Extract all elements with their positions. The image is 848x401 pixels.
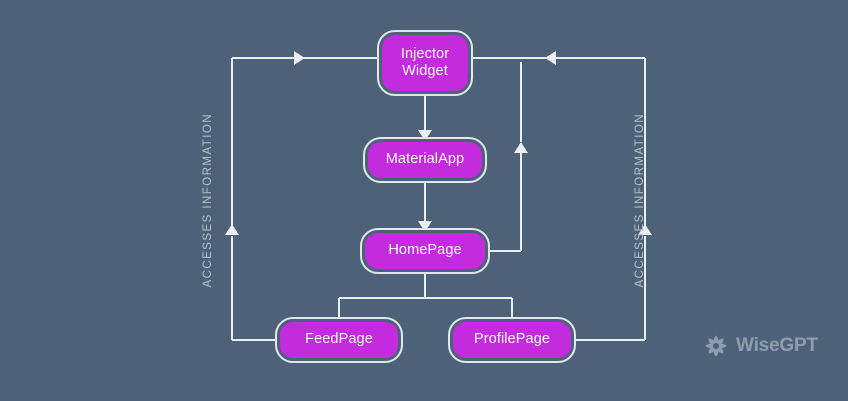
pinwheel-logo-icon	[705, 335, 727, 357]
edge-homepage-to-children	[338, 272, 513, 319]
node-materialapp-label: MaterialApp	[385, 151, 465, 168]
edge-injector-to-materialapp	[418, 94, 432, 141]
edge-materialapp-to-homepage	[418, 181, 432, 232]
node-feedpage[interactable]: FeedPage	[275, 317, 403, 363]
watermark-text: WiseGPT	[736, 335, 818, 356]
watermark: WiseGPT	[703, 333, 818, 359]
edge-homepage-to-injector	[488, 62, 528, 252]
edge-label-left-accesses-information: ACCESSES INFORMATION	[202, 113, 214, 288]
edge-profilepage-to-injector	[471, 51, 652, 341]
node-profilepage[interactable]: ProfilePage	[448, 317, 576, 363]
edge-feedpage-to-injector	[225, 51, 379, 341]
node-feedpage-label: FeedPage	[305, 331, 373, 348]
node-homepage-label: HomePage	[388, 242, 462, 259]
node-profilepage-label: ProfilePage	[473, 331, 551, 348]
node-materialapp[interactable]: MaterialApp	[363, 137, 487, 183]
node-homepage[interactable]: HomePage	[360, 228, 490, 274]
edge-label-right-accesses-information: ACCESSES INFORMATION	[634, 113, 646, 288]
